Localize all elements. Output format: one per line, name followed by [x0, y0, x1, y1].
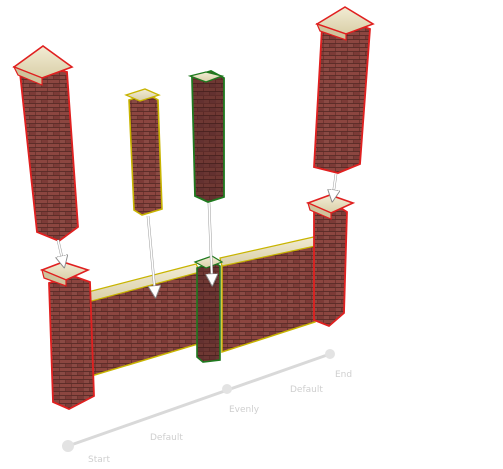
arrow-down-icon: [209, 202, 212, 280]
wall-panel-right[interactable]: [219, 235, 321, 354]
end-pillar-right-installed[interactable]: [305, 194, 356, 328]
end-pillar-left-floating[interactable]: [12, 45, 79, 243]
track-handle-evenly[interactable]: [222, 384, 232, 394]
center-pillar-installed[interactable]: [193, 255, 224, 363]
intermediate-pillar-floating[interactable]: [124, 88, 163, 216]
end-pillar-left-installed[interactable]: [39, 261, 95, 410]
track-label-default-1: Default: [150, 433, 183, 443]
wall-panel-left[interactable]: [87, 263, 201, 379]
arrow-down-icon: [333, 173, 336, 196]
track-handle-start[interactable]: [62, 440, 74, 452]
track-label-evenly: Evenly: [229, 405, 260, 415]
center-pillar-floating[interactable]: [187, 70, 225, 203]
arrow-down-icon: [58, 239, 63, 262]
end-pillar-right-floating[interactable]: [313, 6, 375, 174]
track-handle-end[interactable]: [325, 349, 335, 359]
track-label-start: Start: [88, 455, 110, 465]
arrow-down-icon: [146, 215, 155, 292]
track-label-end: End: [335, 370, 352, 380]
distribution-track[interactable]: Start Default Evenly Default End: [62, 349, 352, 465]
track-label-default-2: Default: [290, 385, 323, 395]
